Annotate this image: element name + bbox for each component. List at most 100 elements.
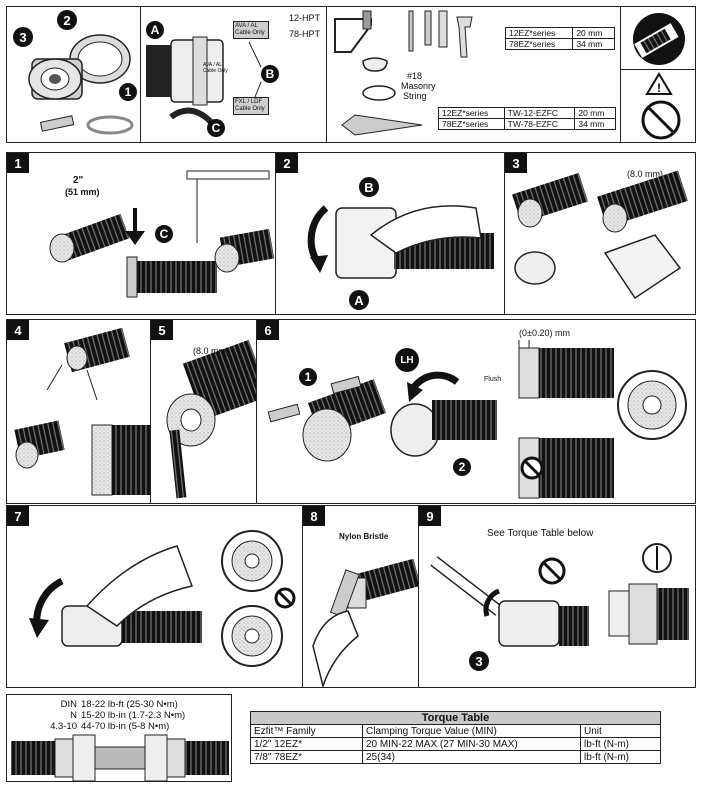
step-3-number: 3: [505, 153, 527, 173]
step-5-panel: 5 (8.0 mm): [150, 319, 257, 504]
step-4-illustration: [14, 327, 150, 496]
string-label-1: Masonry: [401, 81, 436, 91]
torque-spec-row: N 15-20 lb-in (1.7-2.3 N•m): [29, 710, 185, 721]
torque-table-header-family: Ezfit™ Family: [250, 724, 363, 738]
step-9-illustration: [430, 543, 689, 647]
step-7-illustration: [29, 530, 296, 667]
wrench-series-12: 12EZ*series: [504, 27, 574, 39]
callout-1: 1: [119, 83, 137, 101]
torque-table-unit: lb-ft (N-m): [580, 737, 661, 751]
tools-illustration: [334, 10, 473, 136]
step-6-illustration: [267, 340, 687, 499]
torque-spec-type: N: [70, 710, 77, 721]
warning-panel: !: [620, 69, 696, 143]
label-ava-al-top: AVA / AL Cable Only: [233, 21, 269, 39]
torque-table-family: 7/8" 78EZ*: [250, 750, 363, 764]
step-1-illustration: [49, 170, 275, 298]
step-4-number: 4: [7, 320, 29, 340]
torque-spec-type: DIN: [60, 699, 77, 710]
step-5-dim: (8.0 mm): [193, 346, 229, 356]
svg-text:!: !: [657, 81, 661, 95]
torque-table-header-value: Clamping Torque Value (MIN): [362, 724, 581, 738]
wrench-size-12: 20 mm: [572, 27, 615, 39]
connector-types-illustration: [146, 36, 262, 125]
model-78-hpt: 78-HPT: [289, 29, 321, 39]
step-6-number: 6: [257, 320, 279, 340]
cable-icon-panel: [620, 6, 696, 70]
connector-types-panel: A AVA / AL Cable Only AVA / AL Cable Onl…: [140, 6, 327, 143]
step-2-callout-a: A: [349, 290, 369, 310]
step-5-number: 5: [151, 320, 173, 340]
label-fxl-ldf: FXL / LDF Cable Only: [233, 97, 269, 115]
torque-spec-value: 44-70 lb-in (5-8 N•m): [81, 721, 170, 732]
step-6-panel: 6 1 LH 2 (0±0.20) mm Flush: [256, 319, 696, 504]
cutter-size-78: 34 mm: [574, 118, 616, 130]
step-4-panel: 4: [6, 319, 151, 504]
step-2-panel: 2 B A: [275, 152, 505, 315]
torque-table-header: Ezfit™ Family Clamping Torque Value (MIN…: [250, 724, 661, 738]
step-7-panel: 7: [6, 505, 303, 688]
model-12-hpt: 12-HPT: [289, 13, 321, 23]
table-row: 7/8" 78EZ* 25(34) lb-ft (N-m): [250, 750, 661, 764]
step-1-panel: 1 2" (51 mm) C: [6, 152, 276, 315]
step-1-dim-mm: (51 mm): [65, 187, 100, 197]
step-8-nylon-bristle: Nylon Bristle: [339, 532, 389, 541]
step-6-gap-spec: (0±0.20) mm: [519, 328, 570, 338]
step-9-torque-note: See Torque Table below: [487, 528, 594, 539]
callout-a: A: [146, 21, 164, 39]
cutter-size-12: 20 mm: [574, 107, 616, 119]
torque-spec-list: DIN 18-22 lb-ft (25-30 N•m) N 15-20 lb-i…: [29, 699, 185, 732]
step-1-dim-inch: 2": [73, 175, 84, 186]
step-9-callout-3: 3: [469, 651, 489, 671]
torque-spec-value: 18-22 lb-ft (25-30 N•m): [81, 699, 178, 710]
torque-spec-row: DIN 18-22 lb-ft (25-30 N•m): [29, 699, 185, 710]
callout-2: 2: [57, 10, 77, 30]
warning-icon: !: [641, 72, 681, 140]
string-number: #18: [407, 71, 423, 81]
step-5-illustration: [166, 339, 256, 499]
step-6-callout-1: 1: [299, 368, 317, 386]
callout-c: C: [207, 119, 225, 137]
step-3-illustration: [512, 170, 688, 300]
components-panel: 2 3 1: [6, 6, 141, 143]
connector-torque-panel: DIN 18-22 lb-ft (25-30 N•m) N 15-20 lb-i…: [6, 694, 232, 782]
torque-table-family: 1/2" 12EZ*: [250, 737, 363, 751]
wrench-series-78: 78EZ*series: [504, 38, 574, 50]
step-1-number: 1: [7, 153, 29, 173]
cutter-series-78: 78EZ*series: [438, 118, 505, 130]
jumper-assembly-illustration: [11, 734, 229, 781]
step-8-panel: 8 Nylon Bristle: [302, 505, 419, 688]
torque-table: Torque Table Ezfit™ Family Clamping Torq…: [250, 711, 661, 764]
torque-table-value: 20 MIN-22 MAX (27 MIN-30 MAX): [362, 737, 581, 751]
torque-spec-type: 4.3-10: [50, 721, 77, 732]
torque-table-value: 25(34): [362, 750, 581, 764]
step-6-lh-badge: LH: [395, 348, 419, 372]
torque-table-unit: lb-ft (N-m): [580, 750, 661, 764]
label-ava-al-mid: AVA / AL Cable Only: [203, 62, 228, 74]
step-3-panel: 3 (8.0 mm): [504, 152, 696, 315]
step-3-dim: (8.0 mm): [627, 169, 663, 179]
step-8-number: 8: [303, 506, 325, 526]
step-2-number: 2: [276, 153, 298, 173]
callout-3: 3: [13, 27, 33, 47]
step-8-illustration: [312, 558, 418, 687]
step-6-flush-label: Flush: [484, 376, 502, 383]
step-7-number: 7: [7, 506, 29, 526]
step-2-callout-b: B: [359, 177, 379, 197]
callout-b: B: [261, 65, 279, 83]
step-2-illustration: [307, 205, 494, 279]
step-9-panel: 9 See Torque Table below 3: [418, 505, 696, 688]
torque-spec-value: 15-20 lb-in (1.7-2.3 N•m): [81, 710, 186, 721]
cutter-series-12: 12EZ*series: [438, 107, 505, 119]
cutter-model-12: TW-12-EZFC: [503, 107, 576, 119]
step-6-callout-2: 2: [453, 458, 471, 476]
string-label-2: String: [403, 91, 427, 101]
step-1-callout-c: C: [155, 225, 173, 243]
cutter-model-78: TW-78-EZFC: [503, 118, 576, 130]
wrench-size-78: 34 mm: [572, 38, 615, 50]
torque-table-header-unit: Unit: [580, 724, 661, 738]
cable-icon: [633, 13, 685, 65]
